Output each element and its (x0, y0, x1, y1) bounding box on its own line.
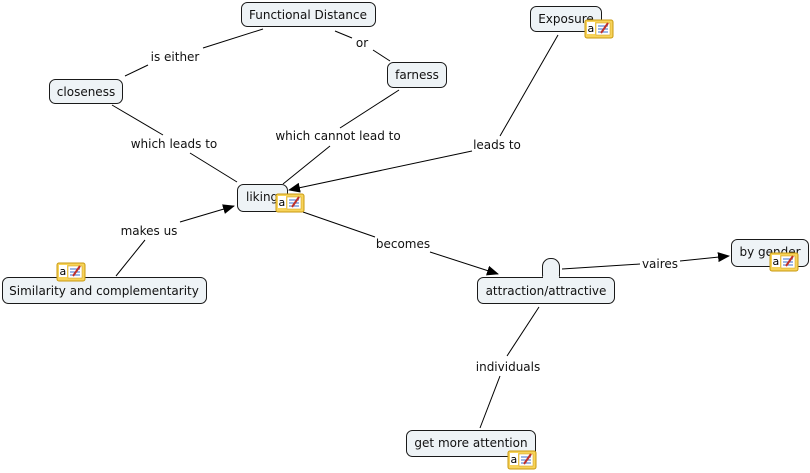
concept-label: attraction/attractive (486, 284, 607, 298)
link-lines (111, 28, 730, 429)
concept-exposure[interactable]: Exposure (530, 6, 602, 32)
text-annotation-icon[interactable] (56, 262, 86, 282)
text-annotation-icon[interactable] (507, 450, 537, 470)
concept-label: liking (246, 190, 278, 204)
link-label-which-leads-to[interactable]: which leads to (131, 137, 218, 151)
concept-label: farness (395, 68, 439, 82)
link-label-individuals[interactable]: individuals (476, 360, 541, 374)
concept-get-more-attention[interactable]: get more attention (406, 430, 536, 457)
concept-label: get more attention (414, 436, 527, 450)
link-label-makes-us[interactable]: makes us (121, 224, 178, 238)
concept-farness[interactable]: farness (387, 62, 447, 88)
concept-label: Functional Distance (249, 8, 367, 22)
concept-label: closeness (57, 85, 115, 99)
concept-functional-distance[interactable]: Functional Distance (241, 2, 376, 27)
concept-similarity-and-complementarity[interactable]: Similarity and complementarity (2, 277, 207, 304)
concept-label: Exposure (538, 12, 594, 26)
concept-attraction[interactable]: attraction/attractive (477, 258, 615, 304)
link-label-leads-to[interactable]: leads to (473, 138, 521, 152)
link-label-is-either[interactable]: is either (151, 50, 200, 64)
concept-label: Similarity and complementarity (9, 284, 199, 298)
text-annotation-icon[interactable] (275, 193, 305, 213)
concept-closeness[interactable]: closeness (49, 79, 123, 104)
text-annotation-icon[interactable] (584, 19, 614, 39)
link-label-or[interactable]: or (356, 36, 368, 50)
link-label-vaires[interactable]: vaires (642, 257, 678, 271)
link-label-becomes[interactable]: becomes (376, 237, 430, 251)
concept-liking[interactable]: liking (237, 184, 288, 212)
link-label-which-cannot-lead-to[interactable]: which cannot lead to (275, 129, 400, 143)
text-annotation-icon[interactable] (769, 252, 799, 272)
